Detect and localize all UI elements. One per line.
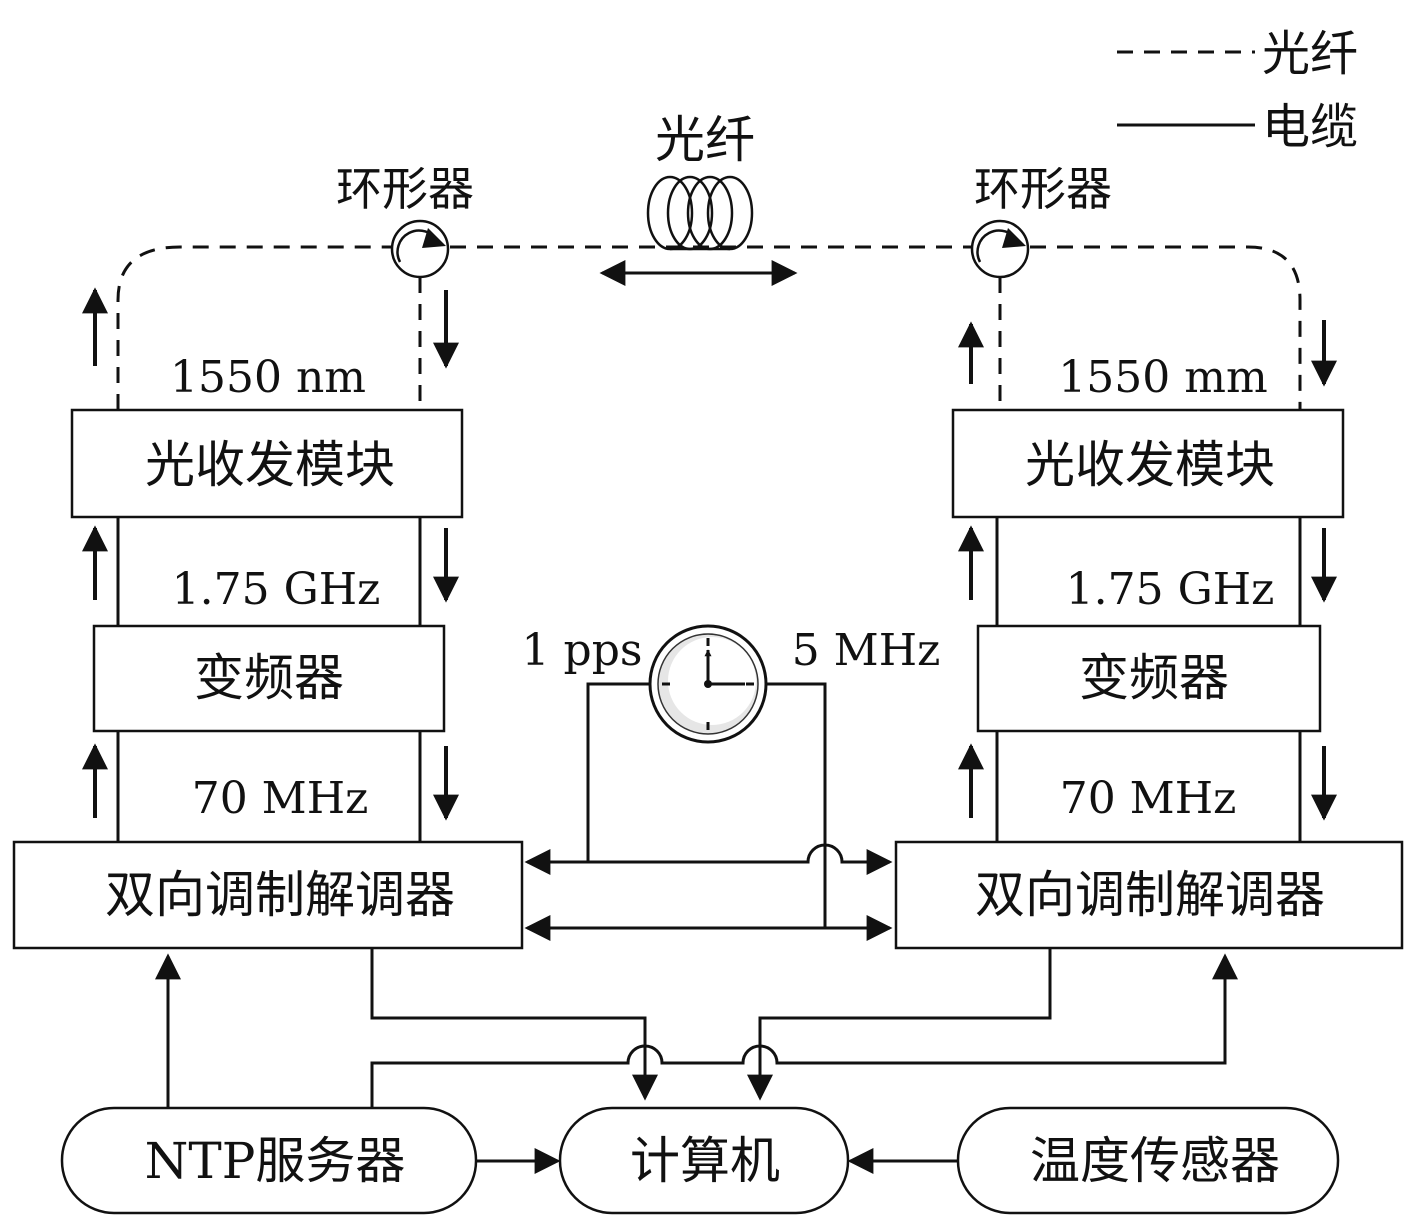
- legend: 光纤 电缆: [1117, 26, 1358, 155]
- ntp-server: NTP服务器: [60, 1106, 478, 1215]
- clock-freq-label: 5 MHz: [792, 625, 941, 676]
- left-modem-box: [12, 840, 524, 950]
- left-transceiver-label: 光收发模块: [145, 436, 395, 494]
- temperature-sensor: 温度传感器: [956, 1106, 1340, 1215]
- right-circulator-label: 环形器: [974, 162, 1112, 216]
- left-converter-box: [92, 624, 446, 733]
- right-modem-to-computer: [747, 948, 1052, 1101]
- right-wavelength-label: 1550 mm: [1058, 352, 1267, 403]
- right-modem-box: [894, 840, 1404, 950]
- left-wavelength-label: 1550 nm: [170, 352, 366, 403]
- left-rf-freq-label: 1.75 GHz: [172, 564, 381, 615]
- right-chain: 1550 mm 光收发模块 1.75 GHz 变频器 70 MHz 双向调制解调…: [894, 320, 1404, 950]
- right-converter-label: 变频器: [1079, 649, 1229, 707]
- clock: 1 pps 5 MHz: [522, 624, 941, 928]
- clock-pps-label: 1 pps: [522, 625, 643, 676]
- fiber-right-upper: [1030, 245, 1302, 410]
- left-modem-to-computer: [370, 948, 658, 1101]
- right-circulator: 环形器: [970, 162, 1112, 279]
- fiber-spool-label: 光纤: [655, 111, 755, 169]
- computer-label: 计算机: [630, 1132, 780, 1190]
- ntp-to-right-modem: [370, 953, 1238, 1108]
- right-if-freq-label: 70 MHz: [1060, 773, 1237, 824]
- left-converter-label: 变频器: [194, 649, 344, 707]
- right-converter-box: [976, 624, 1322, 733]
- left-circulator-label: 环形器: [336, 162, 474, 216]
- ntp-server-label: NTP服务器: [145, 1132, 406, 1190]
- left-chain: 1550 nm 光收发模块 1.75 GHz 变频器 70 MHz 双向调制解调…: [12, 287, 524, 950]
- fiber-spool: 光纤: [599, 111, 798, 286]
- right-modem-label: 双向调制解调器: [975, 866, 1325, 924]
- legend-fiber-label: 光纤: [1262, 26, 1358, 82]
- right-transceiver-label: 光收发模块: [1025, 436, 1275, 494]
- left-if-freq-label: 70 MHz: [192, 773, 369, 824]
- fiber-left-upper: [116, 245, 392, 410]
- computer: 计算机: [558, 1106, 850, 1215]
- temperature-sensor-label: 温度传感器: [1030, 1132, 1280, 1190]
- right-transceiver-box: [951, 408, 1345, 519]
- left-circulator: 环形器: [336, 162, 474, 279]
- left-modem-label: 双向调制解调器: [105, 866, 455, 924]
- legend-cable-label: 电缆: [1262, 99, 1358, 155]
- left-transceiver-box: [70, 408, 464, 519]
- modem-link-upper: [524, 843, 893, 875]
- right-rf-freq-label: 1.75 GHz: [1066, 564, 1275, 615]
